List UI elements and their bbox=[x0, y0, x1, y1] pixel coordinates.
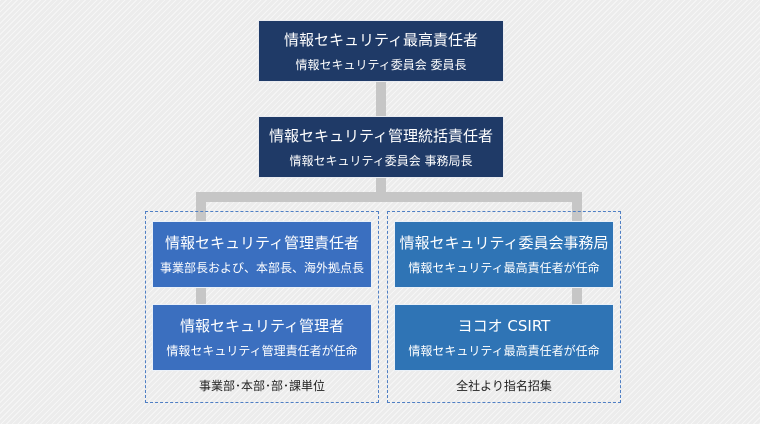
security-manager-chief-title: 情報セキュリティ管理責任者 bbox=[164, 234, 360, 252]
security-director-title: 情報セキュリティ管理統括責任者 bbox=[268, 126, 494, 145]
security-manager-title: 情報セキュリティ管理者 bbox=[179, 317, 345, 335]
connector-second-down bbox=[376, 178, 386, 196]
ciso-subtitle: 情報セキュリティ委員会 委員長 bbox=[295, 57, 467, 72]
ciso-box: 情報セキュリティ最高責任者 情報セキュリティ委員会 委員長 bbox=[258, 20, 504, 82]
security-director-box: 情報セキュリティ管理統括責任者 情報セキュリティ委員会 事務局長 bbox=[258, 116, 504, 178]
connector-left-drop bbox=[196, 192, 206, 222]
connector-right-inner bbox=[572, 288, 582, 304]
security-manager-chief-subtitle: 事業部長および、本部長、海外拠点長 bbox=[159, 261, 364, 275]
left-group-caption: 事業部･本部･部･課単位 bbox=[198, 379, 325, 393]
security-manager-subtitle: 情報セキュリティ管理責任者が任命 bbox=[166, 344, 358, 358]
ciso-title: 情報セキュリティ最高責任者 bbox=[283, 30, 479, 49]
csirt-subtitle: 情報セキュリティ最高責任者が任命 bbox=[408, 344, 600, 358]
connector-horizontal-bar bbox=[196, 192, 582, 202]
security-director-subtitle: 情報セキュリティ委員会 事務局長 bbox=[289, 153, 473, 168]
committee-secretariat-title: 情報セキュリティ委員会事務局 bbox=[399, 234, 609, 252]
connector-left-inner bbox=[196, 288, 206, 304]
committee-secretariat-subtitle: 情報セキュリティ最高責任者が任命 bbox=[408, 261, 600, 275]
connector-top-to-second bbox=[376, 80, 386, 116]
security-manager-chief-box: 情報セキュリティ管理責任者 事業部長および、本部長、海外拠点長 bbox=[152, 221, 372, 288]
connector-right-drop bbox=[572, 192, 582, 222]
right-group-frame bbox=[387, 211, 621, 403]
right-group-caption: 全社より指名招集 bbox=[456, 379, 552, 393]
csirt-box: ヨコオ CSIRT 情報セキュリティ最高責任者が任命 bbox=[394, 304, 614, 371]
left-group-frame bbox=[145, 211, 379, 403]
committee-secretariat-box: 情報セキュリティ委員会事務局 情報セキュリティ最高責任者が任命 bbox=[394, 221, 614, 288]
security-manager-box: 情報セキュリティ管理者 情報セキュリティ管理責任者が任命 bbox=[152, 304, 372, 371]
csirt-title: ヨコオ CSIRT bbox=[457, 317, 551, 335]
